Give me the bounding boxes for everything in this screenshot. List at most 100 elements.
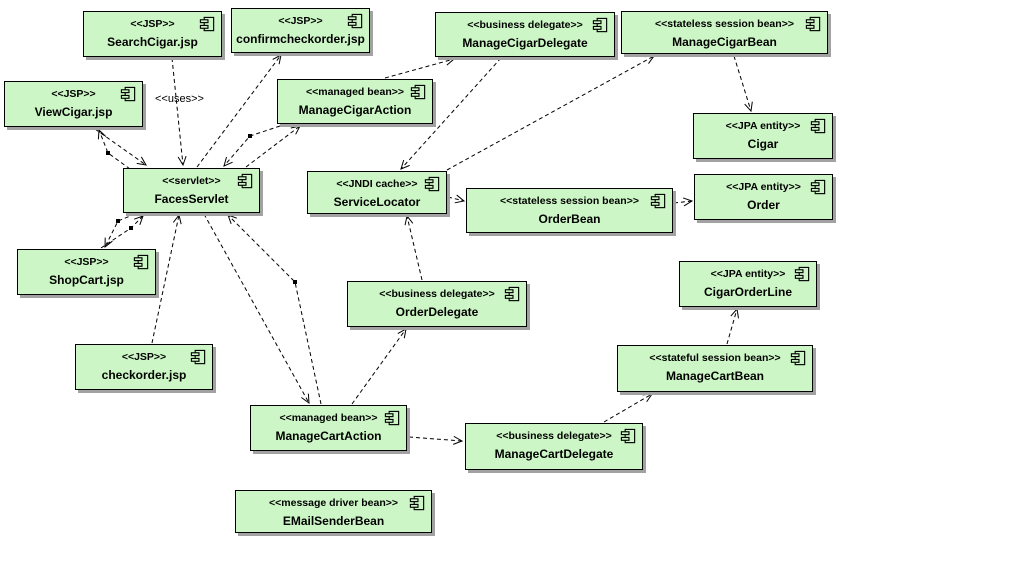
component-name: ServiceLocator (333, 195, 421, 209)
component-stereotype: <<managed bean>> (305, 86, 405, 98)
dependency-manage-cart-action-to-order-delegate (351, 328, 407, 405)
component-stereotype: <<business delegate>> (496, 430, 612, 442)
component-stereotype: <<JSP>> (51, 88, 96, 100)
dependency-search-cigar-jsp-to-faces-servlet (171, 57, 187, 167)
component-name: ManageCartAction (275, 429, 382, 443)
dependency-order-delegate-to-service-locator (404, 214, 423, 281)
component-name: ViewCigar.jsp (34, 105, 113, 119)
component-name: ManageCigarBean (672, 35, 777, 49)
dependency-manage-cart-action-to-faces-servlet (227, 214, 322, 405)
uml-component-icon (424, 176, 440, 192)
dependency-faces-servlet-to-manage-cart-action (203, 213, 310, 405)
dependency-checkorder-jsp-to-faces-servlet (151, 213, 182, 344)
component-name: ManageCartBean (665, 369, 765, 383)
component-stereotype: <<JSP>> (130, 18, 175, 30)
component-name: FacesServlet (154, 192, 229, 206)
component-stereotype: <<stateful session bean>> (649, 352, 781, 364)
component-stereotype: <<stateless session bean>> (500, 195, 639, 207)
uml-component-icon (650, 193, 666, 209)
component-name: OrderBean (538, 212, 601, 226)
edge-bend-marker (116, 219, 120, 223)
dependency-faces-servlet-to-confirmcheckorder-jsp (196, 54, 282, 168)
component-stereotype: <<JPA entity>> (725, 120, 801, 132)
component-shopcart-jsp[interactable]: <<JSP>> ShopCart.jsp (17, 249, 156, 295)
dependency-manage-cart-bean-to-cigar-order-line (726, 307, 740, 345)
component-confirmcheckorder-jsp[interactable]: <<JSP>> confirmcheckorder.jsp (231, 8, 370, 53)
uml-component-icon (504, 286, 520, 302)
component-stereotype: <<JPA entity>> (710, 268, 786, 280)
uml-component-icon (592, 17, 608, 33)
dependency-order-bean-to-order (673, 197, 694, 207)
component-stereotype: <<message driver bean>> (269, 497, 398, 509)
uses-dependency-label: <<uses>> (155, 93, 204, 105)
component-stereotype: <<JSP>> (64, 256, 109, 268)
edge-bend-marker (129, 226, 133, 230)
component-manage-cigar-bean[interactable]: <<stateless session bean>> ManageCigarBe… (621, 11, 828, 54)
dependency-faces-servlet-to-shopcart-jsp (104, 213, 136, 249)
component-name: ManageCartDelegate (494, 447, 614, 461)
uml-component-icon (805, 16, 821, 32)
component-stereotype: <<JSP>> (121, 351, 167, 363)
dependency-faces-servlet-to-manage-cigar-action (245, 125, 301, 168)
component-name: EMailSenderBean (282, 514, 385, 528)
component-view-cigar-jsp[interactable]: <<JSP>> ViewCigar.jsp (4, 81, 143, 127)
component-manage-cart-delegate[interactable]: <<business delegate>> ManageCartDelegate (465, 423, 643, 470)
component-cigar[interactable]: <<JPA entity>> Cigar (693, 113, 833, 159)
uml-component-icon (409, 495, 425, 511)
component-name: Order (747, 198, 780, 212)
component-stereotype: <<managed bean>> (279, 412, 378, 424)
component-order-delegate[interactable]: <<business delegate>> OrderDelegate (347, 281, 527, 327)
edge-bend-marker (293, 280, 297, 284)
edge-bend-marker (248, 134, 252, 138)
component-stereotype: <<business delegate>> (379, 288, 495, 300)
component-name: ManageCigarDelegate (462, 36, 588, 50)
component-name: CigarOrderLine (703, 285, 793, 299)
dependency-view-cigar-jsp-to-faces-servlet (94, 128, 147, 166)
component-manage-cart-action[interactable]: <<managed bean>> ManageCartAction (250, 405, 407, 451)
component-manage-cart-bean[interactable]: <<stateful session bean>> ManageCartBean (617, 345, 813, 392)
uml-component-icon (790, 350, 806, 366)
component-name: ManageCigarAction (298, 103, 412, 117)
component-stereotype: <<JPA entity>> (726, 181, 801, 193)
uml-component-icon (810, 118, 826, 134)
component-search-cigar-jsp[interactable]: <<JSP>> SearchCigar.jsp (83, 11, 222, 57)
component-manage-cigar-action[interactable]: <<managed bean>> ManageCigarAction (277, 79, 433, 124)
component-name: checkorder.jsp (101, 368, 187, 382)
component-name: Cigar (747, 137, 779, 151)
component-name: OrderDelegate (395, 305, 479, 319)
dependency-service-locator-to-manage-cigar-bean (446, 55, 656, 171)
uml-component-icon (794, 266, 810, 282)
dependency-service-locator-to-order-bean (447, 194, 466, 204)
edge-bend-marker (106, 151, 110, 155)
uml-component-icon (120, 86, 136, 102)
component-stereotype: <<JNDI cache>> (336, 178, 418, 190)
component-manage-cigar-delegate[interactable]: <<business delegate>> ManageCigarDelegat… (435, 12, 615, 57)
dependency-manage-cart-action-to-manage-cart-delegate (408, 435, 464, 445)
component-cigar-order-line[interactable]: <<JPA entity>> CigarOrderLine (679, 261, 817, 307)
uml-component-icon (133, 254, 149, 270)
uml-component-icon (199, 16, 215, 32)
component-name: SearchCigar.jsp (107, 35, 198, 49)
component-stereotype: <<stateless session bean>> (655, 18, 794, 30)
dependency-manage-cigar-bean-to-cigar (733, 55, 753, 113)
component-stereotype: <<business delegate>> (467, 19, 583, 31)
uml-component-icon (620, 428, 636, 444)
component-order-bean[interactable]: <<stateless session bean>> OrderBean (466, 188, 673, 233)
dependency-manage-cart-delegate-to-manage-cart-bean (603, 393, 654, 423)
dependency-manage-cigar-action-to-faces-servlet (223, 125, 281, 167)
dependency-manage-cigar-action-to-manage-cigar-delegate (384, 56, 456, 79)
component-stereotype: <<JSP>> (278, 15, 323, 27)
component-email-sender-bean[interactable]: <<message driver bean>> EMailSenderBean (235, 490, 432, 533)
component-name: confirmcheckorder.jsp (236, 32, 365, 46)
uml-component-icon (384, 410, 400, 426)
component-service-locator[interactable]: <<JNDI cache>> ServiceLocator (307, 171, 447, 214)
dependency-faces-servlet-to-view-cigar-jsp (97, 128, 131, 170)
uml-component-icon (410, 84, 426, 100)
component-faces-servlet[interactable]: <<servlet>> FacesServlet (123, 168, 260, 213)
component-order[interactable]: <<JPA entity>> Order (694, 174, 833, 220)
uml-component-icon (347, 13, 363, 29)
component-checkorder-jsp[interactable]: <<JSP>> checkorder.jsp (75, 344, 213, 390)
dependency-manage-cigar-delegate-to-service-locator (400, 57, 502, 170)
